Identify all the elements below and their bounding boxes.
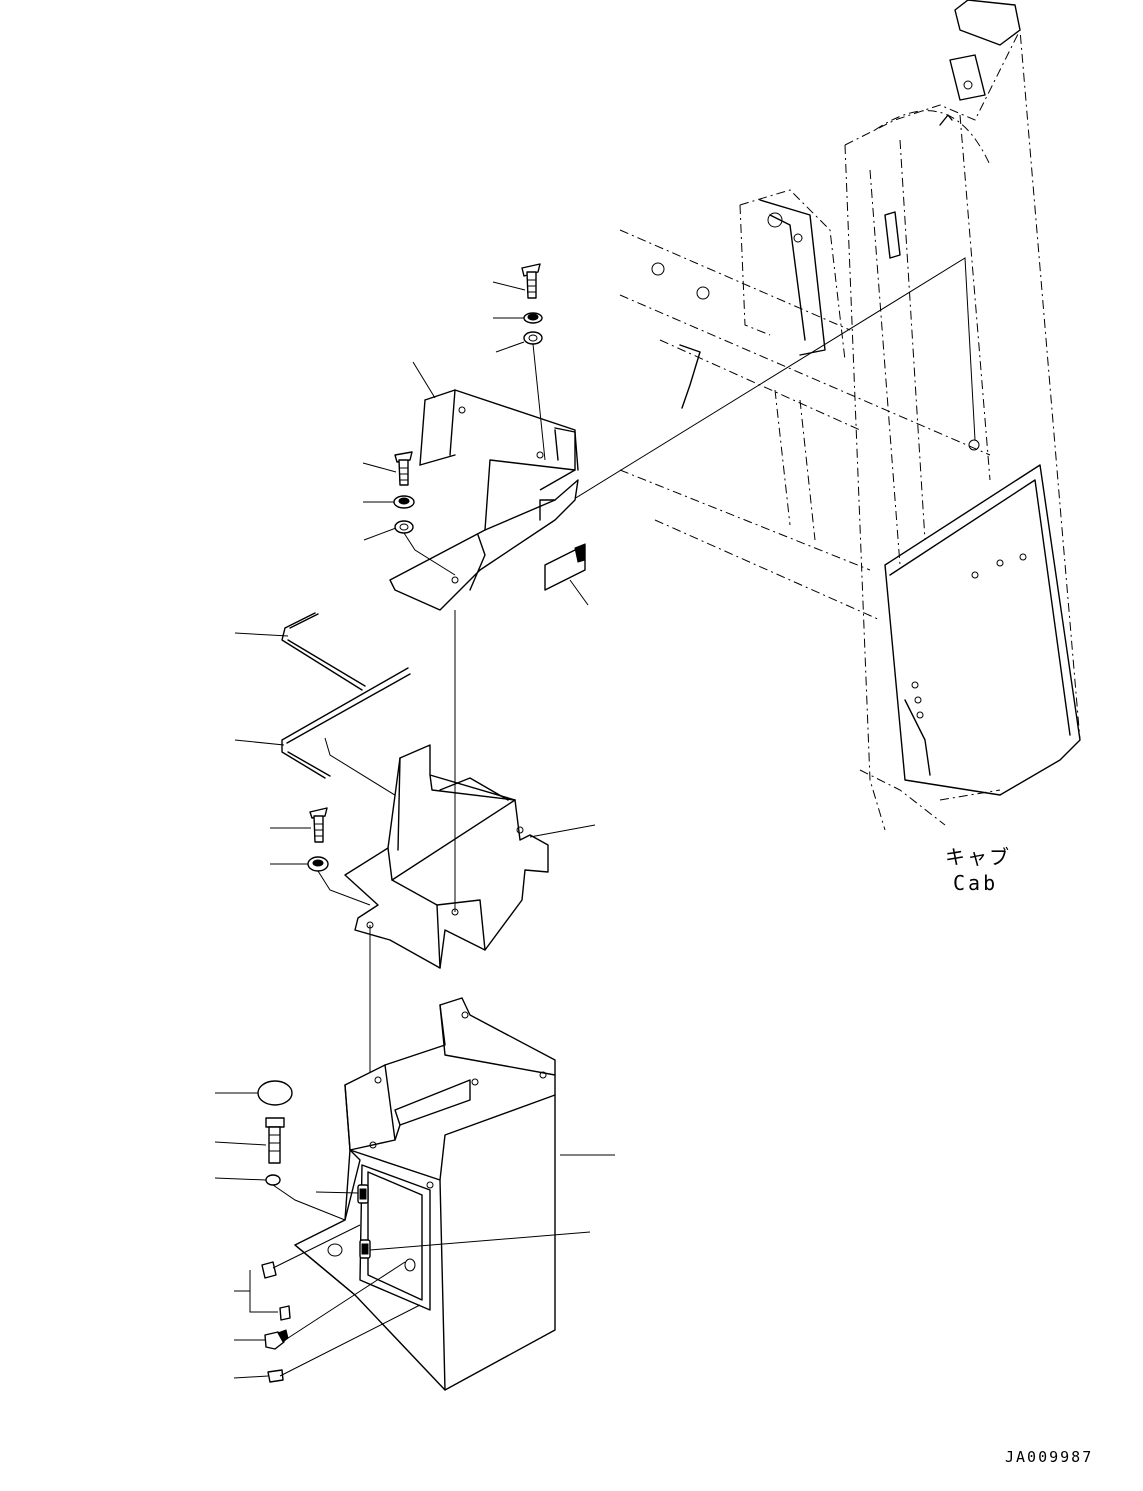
cab-outline [539,0,1081,831]
cab-label-japanese: キャブ [945,845,1011,869]
upper-bolt-set [521,263,546,461]
lower-loose-parts [257,1080,421,1383]
mid-bolt-set [393,451,456,576]
lower-box [294,997,556,1391]
upper-bracket [389,389,579,611]
caution-plate [544,544,586,591]
drawing-code: JA009987 [1005,1448,1094,1466]
middle-bolt-set [307,807,371,1140]
middle-cover [344,610,549,969]
rods [281,612,433,819]
cab-label-english: Cab [953,871,999,895]
leader-lines [214,281,615,1379]
